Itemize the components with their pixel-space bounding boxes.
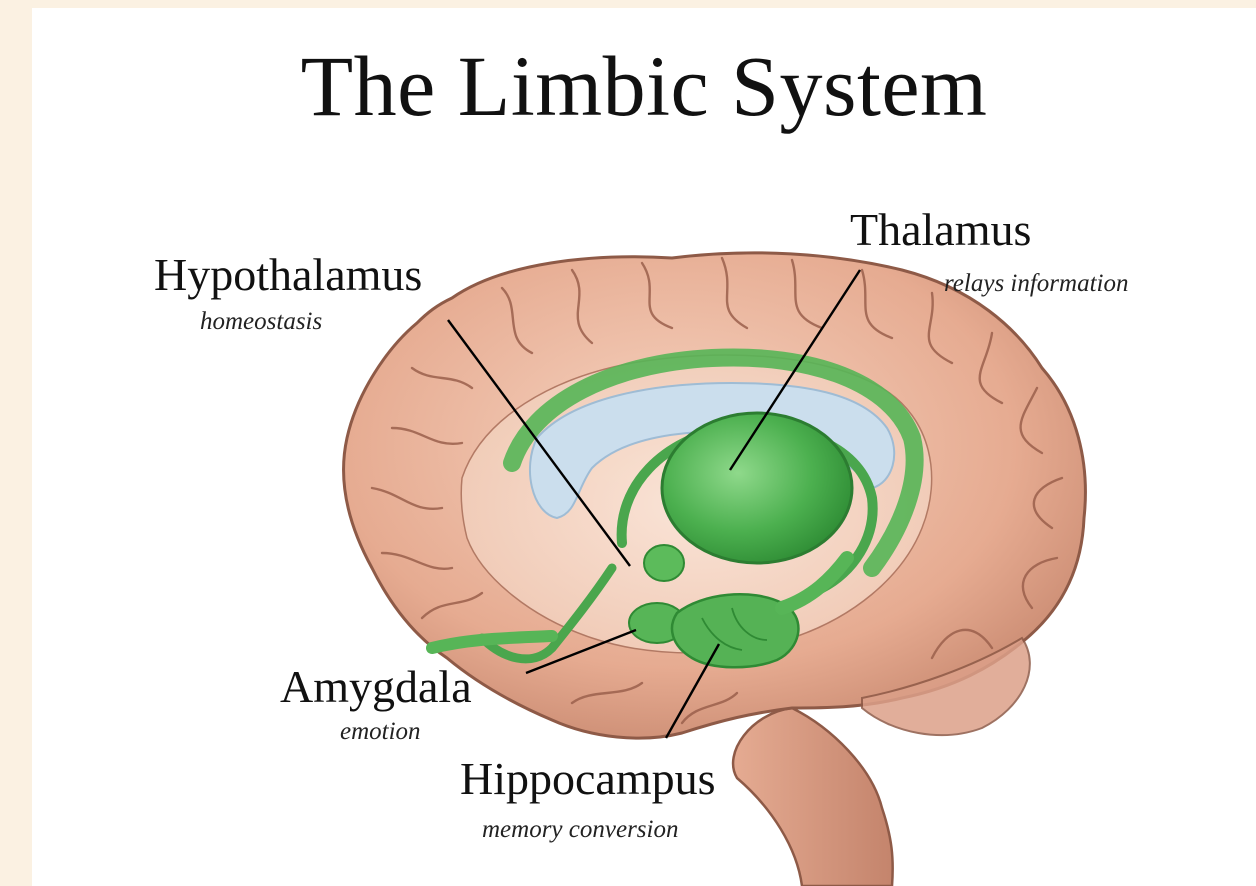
slide: The Limbic System: [32, 8, 1256, 886]
brain-stem: [733, 708, 893, 886]
thalamus-function: relays information: [944, 270, 1129, 298]
thalamus-label: Thalamus: [850, 203, 1031, 256]
hippocampus-function: memory conversion: [482, 816, 678, 844]
thalamus-shape: [662, 413, 852, 563]
hippocampus-label: Hippocampus: [460, 752, 716, 805]
hypothalamus-label: Hypothalamus: [154, 248, 422, 301]
hypothalamus-shape: [644, 545, 684, 581]
amygdala-label: Amygdala: [280, 660, 472, 713]
amygdala-function: emotion: [340, 718, 421, 746]
hypothalamus-function: homeostasis: [200, 308, 322, 336]
